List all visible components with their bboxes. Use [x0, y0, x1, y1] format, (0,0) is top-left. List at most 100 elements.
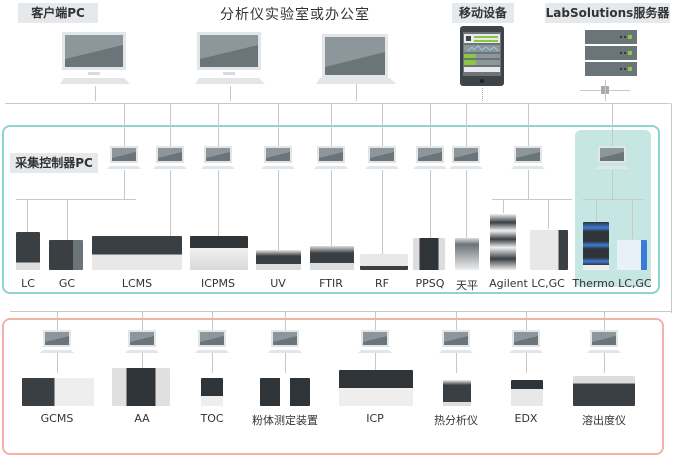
server-icon [585, 30, 637, 76]
connector [95, 86, 96, 101]
controller-pc-icon [107, 146, 141, 169]
connector [612, 170, 613, 200]
bottom-pc-icon [125, 330, 159, 353]
instrument-溶出度仪 [573, 376, 635, 406]
instrument-uv [256, 250, 301, 270]
connector [142, 353, 143, 373]
instrument-ICP [339, 370, 413, 406]
server-tag: LabSolutions服务器 [545, 3, 670, 23]
connector [170, 170, 171, 240]
connector [632, 199, 633, 239]
label-balance: 天平 [456, 279, 478, 292]
connector [331, 170, 332, 248]
label-bottom-instrument: TOC [200, 412, 224, 425]
connector [604, 353, 605, 373]
connector [430, 103, 431, 147]
connector [278, 170, 279, 250]
bottom-pc-icon [268, 330, 302, 353]
bottom-pc-icon [40, 330, 74, 353]
instrument-gc [49, 240, 83, 270]
connector [124, 170, 125, 200]
controller-pc-icon [314, 146, 348, 169]
instrument-thermo-lc [583, 222, 609, 270]
instrument-粉体测定装置 [260, 378, 310, 406]
bottom-pc-icon [358, 330, 392, 353]
instrument-agilent-lc [490, 214, 516, 270]
connector [218, 103, 219, 147]
controller-pc-icon [153, 146, 187, 169]
instrument-热分析仪 [443, 380, 471, 406]
connector [526, 311, 527, 331]
connector [57, 353, 58, 373]
controller-pc-icon [413, 146, 447, 169]
label-ppsq: PPSQ [415, 277, 445, 290]
label-bottom-instrument: AA [134, 412, 150, 425]
connector [382, 170, 383, 254]
label-lc: LC [21, 277, 35, 290]
mobile-device-tag: 移动设备 [452, 3, 514, 23]
controller-pc-icon [261, 146, 295, 169]
network-bus-top [5, 103, 670, 104]
connector [16, 199, 136, 200]
label-bottom-instrument: EDX [514, 412, 538, 425]
bottom-pc-icon [587, 330, 621, 353]
connector [230, 86, 231, 101]
connector [548, 199, 549, 229]
label-icpms: ICPMS [200, 277, 236, 290]
network-bus-right [671, 103, 672, 313]
instrument-agilent-gc [530, 230, 568, 270]
client-pc-tag: 客户端PC [18, 3, 98, 23]
desktop-pc-icon [195, 32, 265, 84]
label-agilent: Agilent LC,GC [489, 277, 565, 290]
label-bottom-instrument: GCMS [40, 412, 74, 425]
instrument-balance [455, 238, 479, 270]
connector [218, 170, 219, 236]
connector [528, 170, 529, 200]
tablet-dotted-link [482, 88, 483, 101]
label-rf: RF [375, 277, 389, 290]
connector [331, 103, 332, 147]
connector [466, 103, 467, 147]
connector [124, 103, 125, 147]
connector [612, 103, 613, 147]
instrument-ppsq [413, 238, 445, 270]
connector [526, 353, 527, 373]
connector [456, 311, 457, 331]
connector [375, 311, 376, 331]
connector [285, 353, 286, 373]
connector [356, 84, 357, 101]
instrument-TOC [201, 378, 223, 406]
label-bottom-instrument: ICP [366, 412, 384, 425]
connector [596, 199, 597, 223]
label-bottom-instrument: 热分析仪 [434, 414, 478, 427]
controller-pc-icon [595, 146, 629, 169]
connector [212, 311, 213, 331]
network-bus-bottom [10, 311, 672, 312]
controller-pc-icon [449, 146, 483, 169]
instrument-rf [360, 254, 408, 270]
bottom-pc-icon [509, 330, 543, 353]
instrument-lc [16, 232, 40, 270]
instrument-AA [112, 368, 170, 406]
connector [466, 170, 467, 238]
bottom-pc-icon [439, 330, 473, 353]
instrument-icpms [190, 236, 248, 270]
connector [583, 199, 643, 200]
connector [142, 311, 143, 331]
connector [170, 103, 171, 147]
instrument-GCMS [22, 378, 94, 406]
label-ftir: FTIR [319, 277, 343, 290]
instrument-EDX [511, 380, 543, 406]
controller-pc-icon [365, 146, 399, 169]
connector [67, 199, 68, 241]
bottom-pc-icon [195, 330, 229, 353]
connector [382, 103, 383, 147]
tablet-icon [460, 26, 504, 86]
label-lcms: LCMS [121, 277, 153, 290]
connector [456, 353, 457, 373]
connector [285, 311, 286, 331]
connector [27, 199, 28, 232]
label-thermo: Thermo LC,GC [572, 277, 652, 290]
connector [375, 353, 376, 373]
desktop-pc-icon [60, 32, 130, 84]
